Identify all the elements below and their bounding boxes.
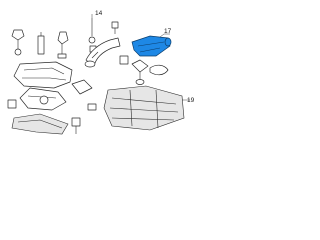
part-lower-left-pipe [11,103,97,135]
catalytic-converter-highlighted [131,35,172,57]
part-group-right [119,55,169,85]
callout-17-label: 17 [164,28,172,35]
part-exhaust-manifold [7,61,93,111]
callout-19-label: 19 [187,97,195,104]
callout-14-label: 14 [95,10,103,17]
part-middle-pipe [84,37,121,68]
heat-shield-large [103,85,185,131]
exhaust-parts-diagram: 14 17 19 [7,10,195,135]
callout-17: 17 [159,28,172,38]
callout-19: 19 [182,97,195,104]
callout-14: 14 [91,10,103,18]
part-group-top-left [11,29,69,59]
